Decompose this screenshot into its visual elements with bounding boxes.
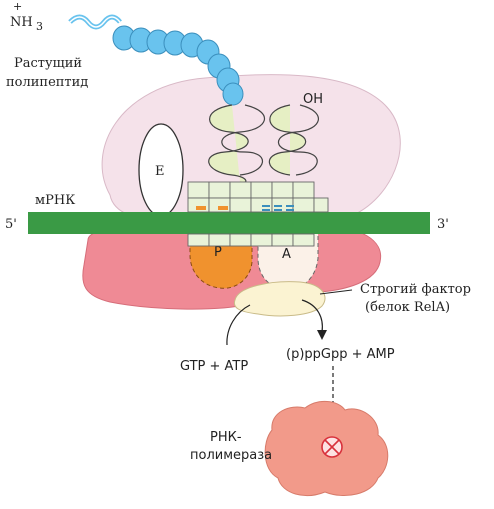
- three-prime-label: 3': [437, 217, 449, 232]
- stringent-factor-line1: Строгий фактор: [360, 282, 471, 297]
- oh-label: OH: [303, 92, 323, 107]
- stringent-factor-line2: (белок RelA): [365, 300, 450, 315]
- codon-grid: [187, 181, 329, 247]
- mrna-label: мРНК: [35, 193, 75, 208]
- polypeptide-label-line1: Растущий: [14, 56, 82, 71]
- nh3-plus-label: +: [13, 0, 22, 13]
- inhibition-symbol: [321, 436, 343, 458]
- polypeptide-label-line2: полипептид: [6, 75, 88, 90]
- rna-polymerase-label-line2: полимераза: [190, 448, 272, 463]
- rela-leader-line: [319, 289, 353, 295]
- product-arrow: [301, 299, 323, 333]
- e-site-label: E: [155, 164, 165, 179]
- a-site-label: A: [282, 247, 291, 262]
- nh3-label: NH: [10, 15, 33, 30]
- base-pairing-marks: [196, 205, 294, 211]
- trna-p-site: [208, 104, 266, 184]
- nh3-subscript: 3: [36, 20, 43, 33]
- five-prime-label: 5': [5, 217, 17, 232]
- product-arrowhead: [317, 330, 327, 340]
- rela-protein: [233, 281, 326, 317]
- ppgpp-amp-label: (p)ppGpp + AMP: [286, 347, 395, 362]
- gtp-atp-label: GTP + ATP: [180, 359, 248, 374]
- p-site-label: P: [214, 245, 222, 260]
- trna-a-site: [268, 104, 320, 176]
- polypeptide-chain: [68, 14, 244, 106]
- rna-polymerase-label-line1: РНК-: [210, 430, 242, 445]
- substrate-arrow: [226, 304, 251, 346]
- mrna-strand: [28, 212, 430, 234]
